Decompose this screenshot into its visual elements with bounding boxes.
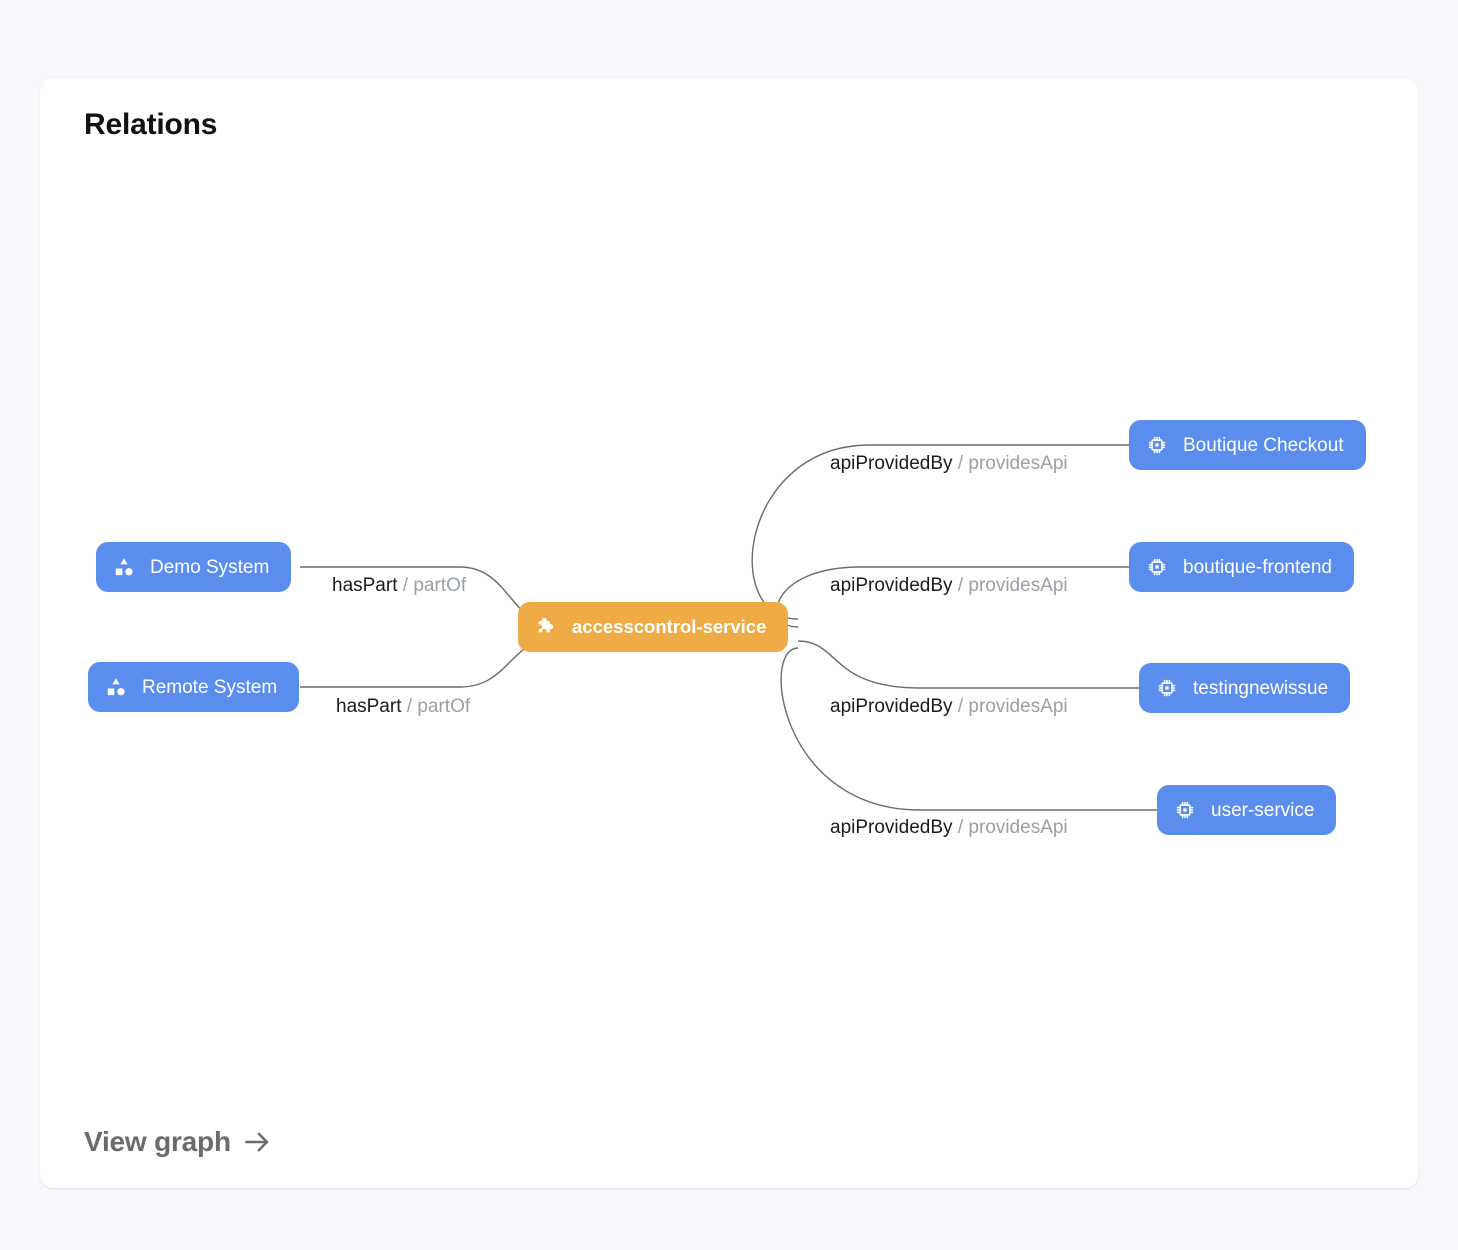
edge-label-testingnewissue: apiProvidedBy / providesApi (830, 697, 1068, 716)
shapes-icon (104, 675, 128, 699)
graph-node-label: Boutique Checkout (1183, 434, 1344, 456)
graph-node-label: testingnewissue (1193, 677, 1329, 699)
edge-label-separator: / (957, 453, 964, 474)
edge-label-demo-system: hasPart / partOf (332, 576, 466, 595)
relations-graph[interactable]: Demo System Remote System accesscontrol-… (40, 78, 1418, 1188)
graph-node-label: boutique-frontend (1183, 556, 1332, 578)
arrow-right-icon (242, 1127, 272, 1157)
edge-label-reverse: providesApi (968, 817, 1068, 838)
edge-label-separator: / (402, 575, 409, 596)
edge-label-reverse: partOf (413, 575, 467, 596)
edge-label-separator: / (957, 696, 964, 717)
edge-label-forward: apiProvidedBy (830, 696, 953, 717)
graph-node-testingnewissue[interactable]: testingnewissue (1139, 663, 1351, 713)
edge-label-forward: apiProvidedBy (830, 575, 953, 596)
page-title: Relations (84, 108, 218, 141)
edge-label-separator: / (406, 696, 413, 717)
graph-node-label: Remote System (142, 676, 278, 698)
cpu-chip-icon (1173, 798, 1197, 822)
relations-card: Relations (40, 78, 1418, 1188)
shapes-icon (112, 555, 136, 579)
edge-label-remote-system: hasPart / partOf (336, 697, 470, 716)
graph-node-label: Demo System (150, 556, 270, 578)
edge-path-user-service (780, 647, 1158, 811)
graph-node-label: user-service (1211, 799, 1315, 821)
edge-label-forward: hasPart (336, 696, 402, 717)
edge-label-reverse: providesApi (968, 575, 1068, 596)
graph-node-demo-system[interactable]: Demo System (96, 542, 292, 592)
edge-label-boutique-frontend: apiProvidedBy / providesApi (830, 576, 1068, 595)
edge-path-testingnewissue (797, 640, 1140, 689)
edge-label-reverse: partOf (417, 696, 471, 717)
cpu-chip-icon (1155, 676, 1179, 700)
cpu-chip-icon (1145, 433, 1169, 457)
graph-node-boutique-checkout[interactable]: Boutique Checkout (1129, 420, 1366, 470)
edge-label-boutique-checkout: apiProvidedBy / providesApi (830, 454, 1068, 473)
edge-label-separator: / (957, 817, 964, 838)
graph-node-label: accesscontrol-service (572, 615, 767, 637)
view-graph-link[interactable]: View graph (84, 1126, 272, 1158)
graph-node-boutique-frontend[interactable]: boutique-frontend (1129, 542, 1354, 592)
puzzle-piece-icon (534, 615, 558, 639)
edge-label-separator: / (957, 575, 964, 596)
graph-node-accesscontrol-service[interactable]: accesscontrol-service (518, 602, 789, 652)
edge-label-user-service: apiProvidedBy / providesApi (830, 818, 1068, 837)
view-graph-label: View graph (84, 1126, 231, 1157)
edge-label-reverse: providesApi (968, 696, 1068, 717)
graph-node-user-service[interactable]: user-service (1157, 785, 1337, 835)
edge-label-forward: apiProvidedBy (830, 453, 953, 474)
graph-node-remote-system[interactable]: Remote System (88, 662, 300, 712)
edge-label-forward: apiProvidedBy (830, 817, 953, 838)
edge-label-forward: hasPart (332, 575, 398, 596)
cpu-chip-icon (1145, 555, 1169, 579)
edge-label-reverse: providesApi (968, 453, 1068, 474)
